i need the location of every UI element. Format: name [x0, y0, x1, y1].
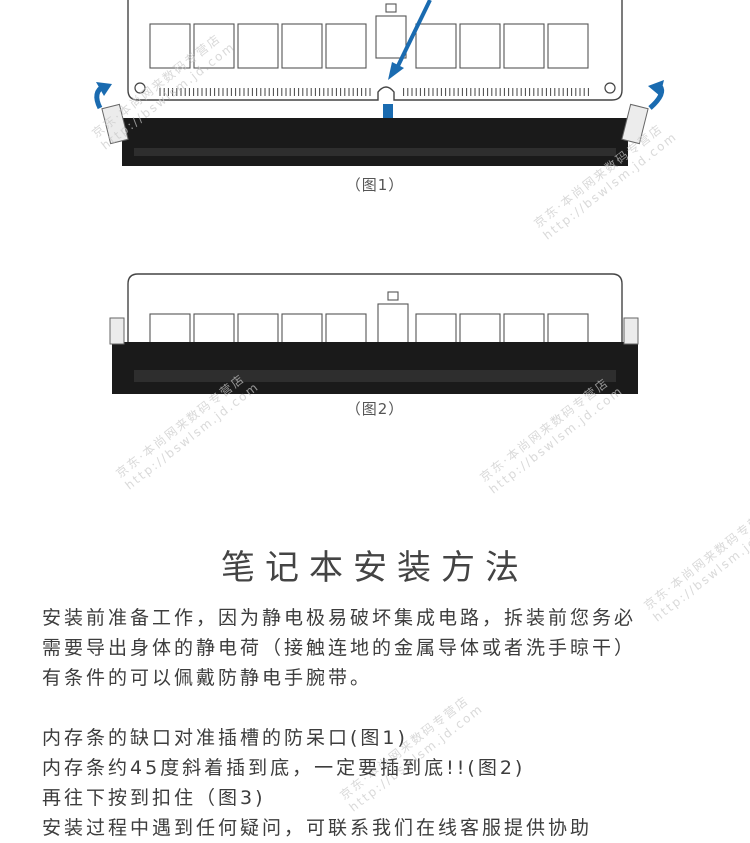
figure-2-caption: （图2）: [345, 400, 405, 418]
figure-1: [0, 0, 750, 200]
memory-slot: [112, 342, 638, 394]
notch-arrow: [394, 0, 432, 71]
contact-pins: [159, 88, 589, 96]
figure-1-caption: （图1）: [345, 176, 405, 194]
steps-list: 内存条的缺口对准插槽的防呆口(图1) 内存条约45度斜着插到底，一定要插到底!!…: [42, 723, 722, 843]
intro-line: 需要导出身体的静电荷（接触连地的金属导体或者洗手晾干）: [42, 637, 637, 659]
intro-line: 安装前准备工作，因为静电极易破坏集成电路，拆装前您务必: [42, 607, 637, 629]
intro-line: 有条件的可以佩戴防静电手腕带。: [42, 667, 373, 689]
step-line: 再往下按到扣住（图3): [42, 787, 266, 809]
ram-insert-diagram-1: [94, 0, 665, 166]
memory-module: [127, 0, 623, 101]
ram-insert-diagram-2: [109, 273, 639, 394]
memory-module: [127, 273, 623, 362]
down-arrow: [383, 104, 393, 120]
memory-chips: [149, 3, 589, 69]
step-line: 安装过程中遇到任何疑问，可联系我们在线客服提供协助: [42, 817, 593, 839]
memory-slot: [122, 118, 628, 166]
step-line: 内存条的缺口对准插槽的防呆口(图1): [42, 727, 408, 749]
figure-2: [0, 262, 750, 402]
step-line: 内存条约45度斜着插到底，一定要插到底!!(图2): [42, 757, 526, 779]
section-title: 笔记本安装方法: [221, 548, 529, 588]
intro-paragraph: 安装前准备工作，因为静电极易破坏集成电路，拆装前您务必 需要导出身体的静电荷（接…: [42, 603, 722, 693]
